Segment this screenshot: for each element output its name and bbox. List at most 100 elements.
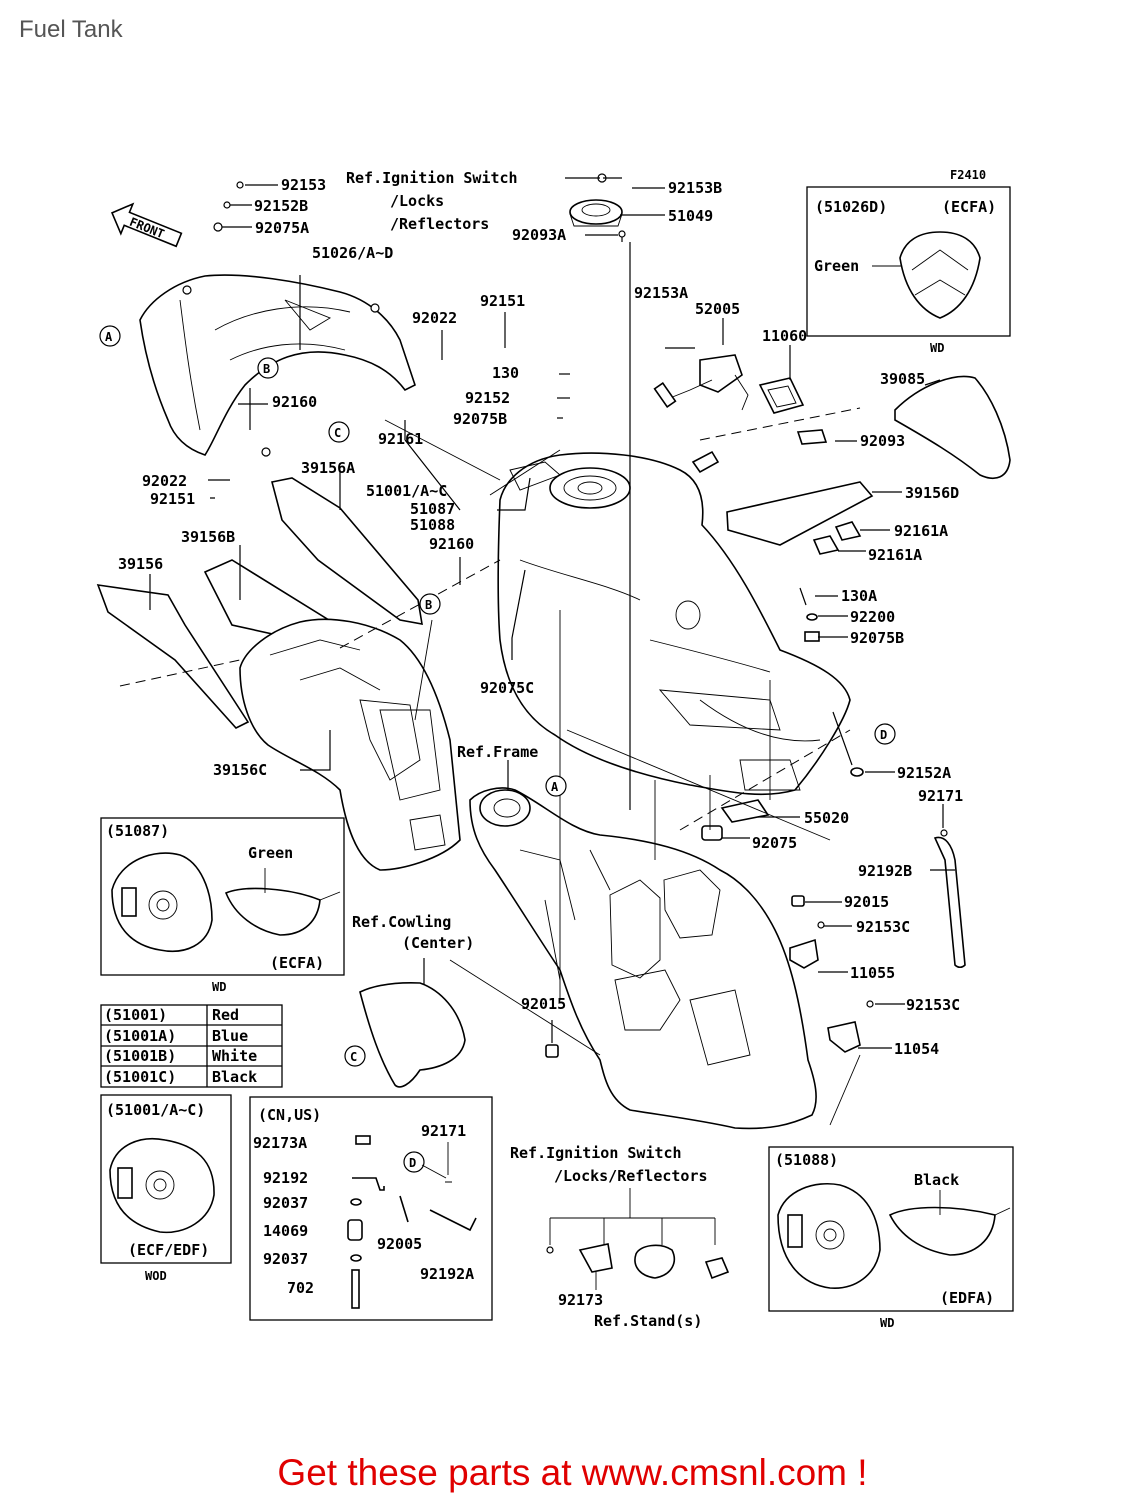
- footer-link[interactable]: Get these parts at www.cmsnl.com !: [277, 1452, 868, 1493]
- fuel-pump-52005: [653, 354, 749, 411]
- color-row-1-color: Blue: [212, 1027, 248, 1045]
- figure-code: F2410: [950, 168, 986, 182]
- tank-cover-51026: [139, 274, 416, 457]
- part-92153A: 92153A: [634, 284, 688, 302]
- inset-cnus-part-e: 92037: [263, 1250, 308, 1268]
- part-92152: 92152: [465, 389, 510, 407]
- guide-lines: [384, 419, 861, 1126]
- callout-B1-label: B: [263, 362, 270, 376]
- inset-51087-color: Green: [248, 844, 293, 862]
- part-92151-b: 92151: [150, 490, 195, 508]
- inset-cnus-part-i: 92192A: [420, 1265, 474, 1283]
- part-51001: 51001/A~C: [366, 482, 447, 500]
- callout-A2-label: A: [551, 780, 559, 794]
- part-92075: 92075: [752, 834, 797, 852]
- ref-cowling-1: Ref.Cowling: [352, 913, 451, 931]
- brackets-right: [545, 829, 966, 1058]
- part-11060: 11060: [762, 327, 807, 345]
- part-92015-a: 92015: [844, 893, 889, 911]
- callout-B2-label: B: [425, 598, 432, 612]
- part-92161A-1: 92161A: [894, 522, 948, 540]
- color-row-2-code: (51001B): [104, 1047, 176, 1065]
- part-92075B-2: 92075B: [850, 629, 904, 647]
- ref-ignition-top-3: /Reflectors: [390, 215, 489, 233]
- inset-51026D-market: (ECFA): [942, 198, 996, 216]
- gasket-11060: [758, 377, 805, 414]
- part-92151-a: 92151: [480, 292, 525, 310]
- color-table: (51001) Red (51001A) Blue (51001B) White…: [100, 1004, 283, 1088]
- callout-A1: [99, 325, 121, 347]
- ref-frame: Ref.Frame: [457, 743, 538, 761]
- inset-51026D-color: Green: [814, 257, 859, 275]
- part-51049: 51049: [668, 207, 713, 225]
- fuel-cap-51049: [569, 173, 626, 238]
- seat-cowl-39085: [894, 375, 1011, 479]
- callout-D1-label: D: [880, 728, 887, 742]
- part-11054: 11054: [894, 1040, 939, 1058]
- part-92161A-2: 92161A: [868, 546, 922, 564]
- ref-ignition-bottom-1: Ref.Ignition Switch: [510, 1144, 682, 1162]
- callout-B2: [419, 593, 441, 615]
- part-92171-a: 92171: [918, 787, 963, 805]
- callout-B1: [257, 357, 279, 379]
- ref-ignition-top-2: /Locks: [390, 192, 444, 210]
- part-92022-a: 92022: [412, 309, 457, 327]
- color-row-0-color: Red: [212, 1006, 239, 1024]
- inset-51001-code: (51001/A~C): [106, 1101, 205, 1119]
- part-92075A: 92075A: [255, 219, 309, 237]
- part-55020: 55020: [804, 809, 849, 827]
- inset-cnus-part-g: 92171: [421, 1122, 466, 1140]
- ref-stand: Ref.Stand(s): [594, 1312, 702, 1330]
- callout-D1: [874, 723, 896, 745]
- fasteners-right: [701, 587, 864, 841]
- part-92192B: 92192B: [858, 862, 912, 880]
- part-92093A: 92093A: [512, 226, 566, 244]
- inset-cnus-part-a: 92173A: [253, 1134, 307, 1152]
- part-39156B: 39156B: [181, 528, 235, 546]
- inset-51088: (51088) Black (EDFA) WD: [768, 1146, 1014, 1330]
- color-row-3-color: Black: [212, 1068, 257, 1086]
- inset-cnus-callout: D: [409, 1156, 416, 1170]
- part-92153: 92153: [281, 176, 326, 194]
- cover-39156: [96, 584, 250, 729]
- inset-bottom-part: 92173: [558, 1291, 603, 1309]
- part-92153B: 92153B: [668, 179, 722, 197]
- inset-51026D-note: WD: [930, 341, 944, 355]
- inset-cnus-part-b: 92192: [263, 1169, 308, 1187]
- part-51026: 51026/A~D: [312, 244, 393, 262]
- inset-cnus-part-c: 92037: [263, 1194, 308, 1212]
- part-92160-b: 92160: [429, 535, 474, 553]
- inset-cnus-title: (CN,US): [258, 1106, 321, 1124]
- ref-cowling-2: (Center): [402, 934, 474, 952]
- front-arrow-icon: FRONT: [110, 202, 183, 248]
- part-92075B: 92075B: [453, 410, 507, 428]
- inset-51001-market: (ECF/EDF): [128, 1241, 209, 1259]
- page-title: Fuel Tank: [19, 16, 123, 43]
- inset-51088-color: Black: [914, 1171, 959, 1189]
- ignition-lock-group: 92173: [546, 1188, 730, 1309]
- inset-cnus-part-f: 702: [287, 1279, 314, 1297]
- inner-cover-39156C: [239, 618, 461, 871]
- color-row-1-code: (51001A): [104, 1027, 176, 1045]
- part-39085: 39085: [880, 370, 925, 388]
- ref-ignition-top-1: Ref.Ignition Switch: [346, 169, 518, 187]
- inset-51001-note: WOD: [145, 1269, 167, 1283]
- part-92153C-1: 92153C: [856, 918, 910, 936]
- inset-cnus-part-d: 14069: [263, 1222, 308, 1240]
- inset-51001: (51001/A~C) (ECF/EDF) WOD: [100, 1094, 232, 1283]
- part-130: 130: [492, 364, 519, 382]
- part-130A: 130A: [841, 587, 877, 605]
- dashed-guides: [119, 407, 861, 831]
- part-39156C: 39156C: [213, 761, 267, 779]
- inset-cnus: (CN,US) 92173A 92192 92037 14069 92037 7…: [249, 1096, 493, 1321]
- cover-39156A: [271, 477, 423, 625]
- part-51088: 51088: [410, 516, 455, 534]
- part-92152B: 92152B: [254, 197, 308, 215]
- part-39156A: 39156A: [301, 459, 355, 477]
- inset-51088-note: WD: [880, 1316, 894, 1330]
- inset-51087: (51087) Green (ECFA) WD: [100, 817, 345, 994]
- part-92015-b: 92015: [521, 995, 566, 1013]
- part-51087: 51087: [410, 500, 455, 518]
- inset-51087-note: WD: [212, 980, 226, 994]
